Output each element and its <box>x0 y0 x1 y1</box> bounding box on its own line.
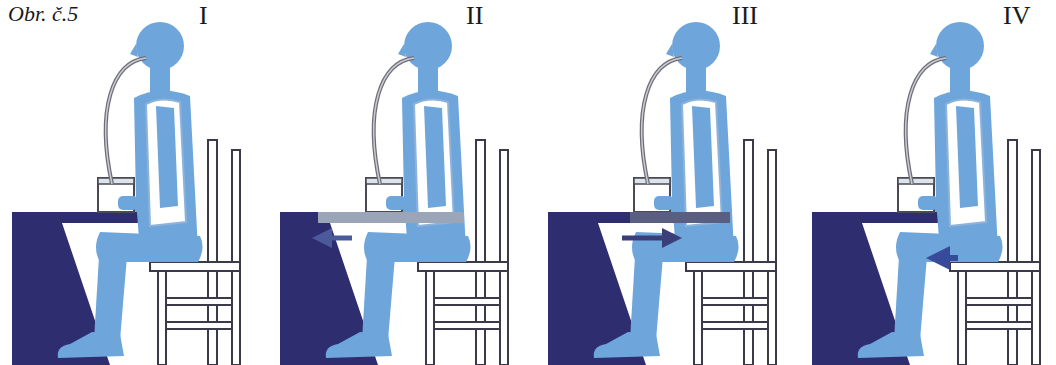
panel-numeral: IV <box>1003 2 1030 31</box>
drinking-scene <box>812 22 1040 365</box>
direction-arrow <box>622 236 672 241</box>
drinking-scene <box>548 22 776 365</box>
pressure-band <box>630 212 730 223</box>
direction-arrow <box>938 255 958 261</box>
direction-arrow <box>322 236 352 241</box>
panel-numeral: III <box>732 2 758 31</box>
drinking-scene <box>280 22 508 365</box>
figure-number: Obr. č.5 <box>8 2 78 26</box>
pressure-band <box>318 212 464 223</box>
panel-numeral: I <box>199 2 208 31</box>
panel-numeral: II <box>466 2 483 31</box>
drinking-scene <box>12 22 240 365</box>
